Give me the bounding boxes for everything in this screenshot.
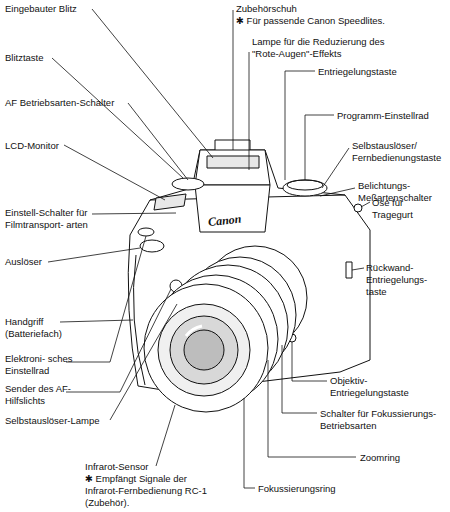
leader-line [285,71,315,180]
program-dial [283,180,327,196]
back-release [346,262,352,278]
leader-line [320,188,355,196]
part-label: Öse für Tragegurt [372,197,418,221]
part-label: Sender des AF-Hilfslichts [5,383,85,407]
front-glass [170,316,238,384]
main-dial [138,228,154,236]
brand-logo: Canon [207,209,268,230]
leader-line [292,342,327,381]
leader-line [322,148,349,188]
part-label: ✱ Empfängt Signale der Infrarot-Fernbedi… [85,473,210,509]
leader-line [92,213,176,214]
leader-line [66,236,146,362]
leader-line [244,398,255,488]
part-label: Handgriff (Batteriefach) [5,316,75,340]
part-label: Zubehörschuh [236,3,326,15]
leader-line [48,248,140,262]
part-label: Rückwand- Entriegelungs- taste [366,262,430,298]
leader-line [156,405,175,466]
leader-line [110,304,177,420]
leader-line [128,103,188,180]
part-label: Infrarot-Sensor [85,461,185,473]
part-label: Selbstauslöser/ Fernbedienungstaste [352,140,447,164]
flash-window [207,156,259,168]
part-label: LCD-Monitor [5,140,85,152]
inner-glass [184,330,224,370]
part-label: ✱ Für passende Canon Speedlites. [236,15,406,27]
part-label: Auslöser [5,256,65,268]
strap-lug [354,204,362,212]
part-label: Elektroni- sches Einstellrad [5,353,81,377]
part-label: Blitztaste [5,52,85,64]
leader-line [64,145,165,200]
prism-front [195,185,270,232]
glass-highlight [186,326,202,336]
leader-line [233,10,234,150]
part-label: Schalter für Fokussierungs- Betriebsarte… [320,408,448,432]
leader-line [92,9,213,158]
leader-line [352,268,364,270]
leader-line [66,289,171,392]
leader-line [249,52,250,170]
leader-line [52,58,183,178]
part-label: Zoomring [360,452,420,464]
leader-line [305,115,334,180]
leader-line [282,345,317,413]
part-label: Objektiv- Entriegelungstaste [330,375,430,399]
prism-top [195,150,270,185]
part-label: Eingebauter Blitz [5,3,105,15]
program-dial-top [287,180,323,190]
lens-front [144,284,268,412]
part-label: AF Betriebsarten-Schalter [5,97,135,109]
part-label: Programm-Einstellrad [337,110,447,122]
part-label: Selbstauslöser-Lampe [5,415,115,427]
part-label: Fokussierungsring [258,483,358,495]
part-label: Lampe für die Reduzierung des "Rote-Auge… [252,36,400,60]
front-element-rim [158,304,250,396]
part-label: Entriegelungstaste [318,66,418,78]
shutter-button [140,240,164,252]
part-label: Einstell-Schalter für Filmtransport- art… [5,207,91,231]
